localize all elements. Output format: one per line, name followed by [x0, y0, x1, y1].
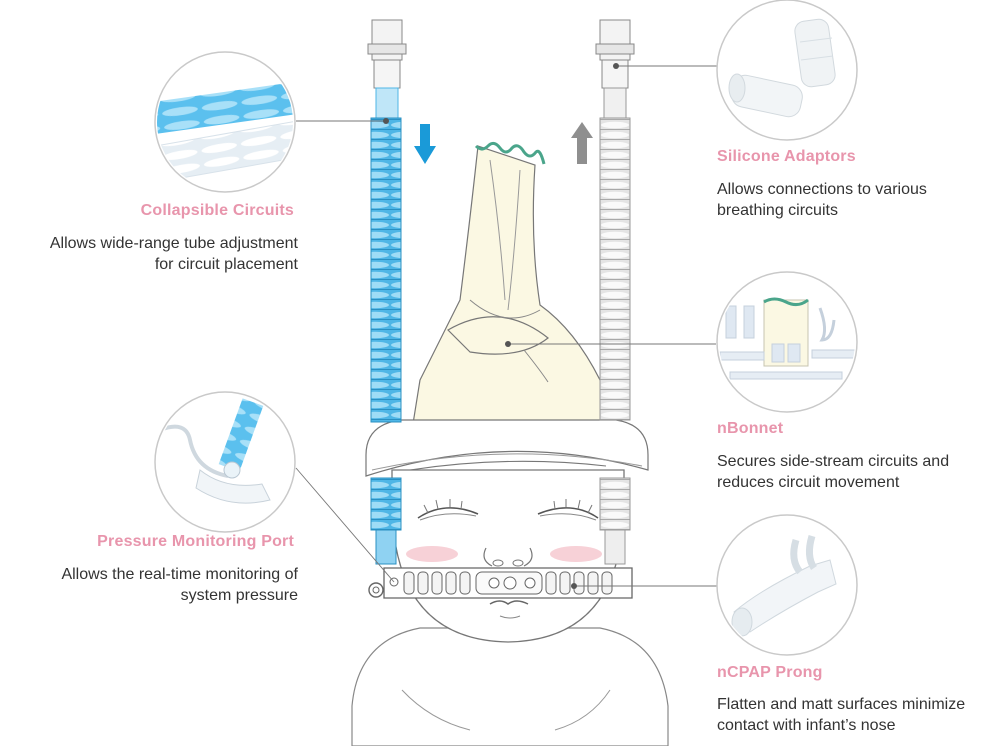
pressure-monitoring-port-line-1: Allows the real-time monitoring of	[61, 566, 298, 583]
silicone-adaptors-callout	[716, 0, 858, 141]
collapsible-circuits-description: Allows wide-range tube adjustment for ci…	[50, 233, 298, 275]
nbonnet-line-1: Secures side-stream circuits and	[717, 453, 950, 470]
pressure-port-callout	[154, 391, 296, 533]
right-cheek	[550, 546, 602, 562]
silicone-adaptors-line-1: Allows connections to various	[717, 181, 927, 198]
silicone-adaptors-line-2: breathing circuits	[717, 202, 838, 219]
collapsible-circuits-line-2: for circuit placement	[154, 256, 298, 273]
left-eye	[417, 507, 479, 519]
bonnet-headband	[365, 419, 649, 477]
silicone-adaptors-description: Allows connections to various breathing …	[717, 179, 927, 221]
baby-body	[351, 627, 669, 746]
pressure-monitoring-port-description: Allows the real-time monitoring of syste…	[61, 564, 298, 606]
ncpap-prong-line-1: Flatten and matt surfaces minimize	[717, 696, 966, 713]
ncpap-prong-line-2: contact with infant’s nose	[717, 717, 896, 734]
silicone-adaptors-title: Silicone Adaptors	[717, 148, 856, 165]
up-flow-arrow	[571, 122, 593, 164]
nbonnet-title: nBonnet	[717, 420, 784, 437]
bonnet-top-flap	[411, 145, 605, 431]
nbonnet-line-2: reduces circuit movement	[717, 474, 900, 491]
down-flow-arrow	[414, 124, 436, 164]
ncpap-prong-description: Flatten and matt surfaces minimize conta…	[717, 694, 965, 736]
nbonnet-description: Secures side-stream circuits and reduces…	[717, 451, 949, 493]
nbonnet-callout	[716, 271, 858, 413]
ncpap-prong-title: nCPAP Prong	[717, 664, 823, 681]
collapsible-circuits-callout	[154, 51, 296, 193]
pressure-monitoring-port-title: Pressure Monitoring Port	[97, 533, 294, 550]
pressure-monitoring-port-line-2: system pressure	[180, 587, 298, 604]
left-cheek	[406, 546, 458, 562]
ncpap-prong-callout	[716, 514, 858, 656]
left-blue-circuit	[370, 117, 402, 423]
bonnet-trim	[474, 141, 546, 165]
right-eye	[537, 507, 599, 519]
collapsible-circuits-line-1: Allows wide-range tube adjustment	[49, 235, 298, 252]
collapsible-circuits-title: Collapsible Circuits	[140, 202, 294, 219]
right-gray-circuit	[599, 117, 631, 421]
